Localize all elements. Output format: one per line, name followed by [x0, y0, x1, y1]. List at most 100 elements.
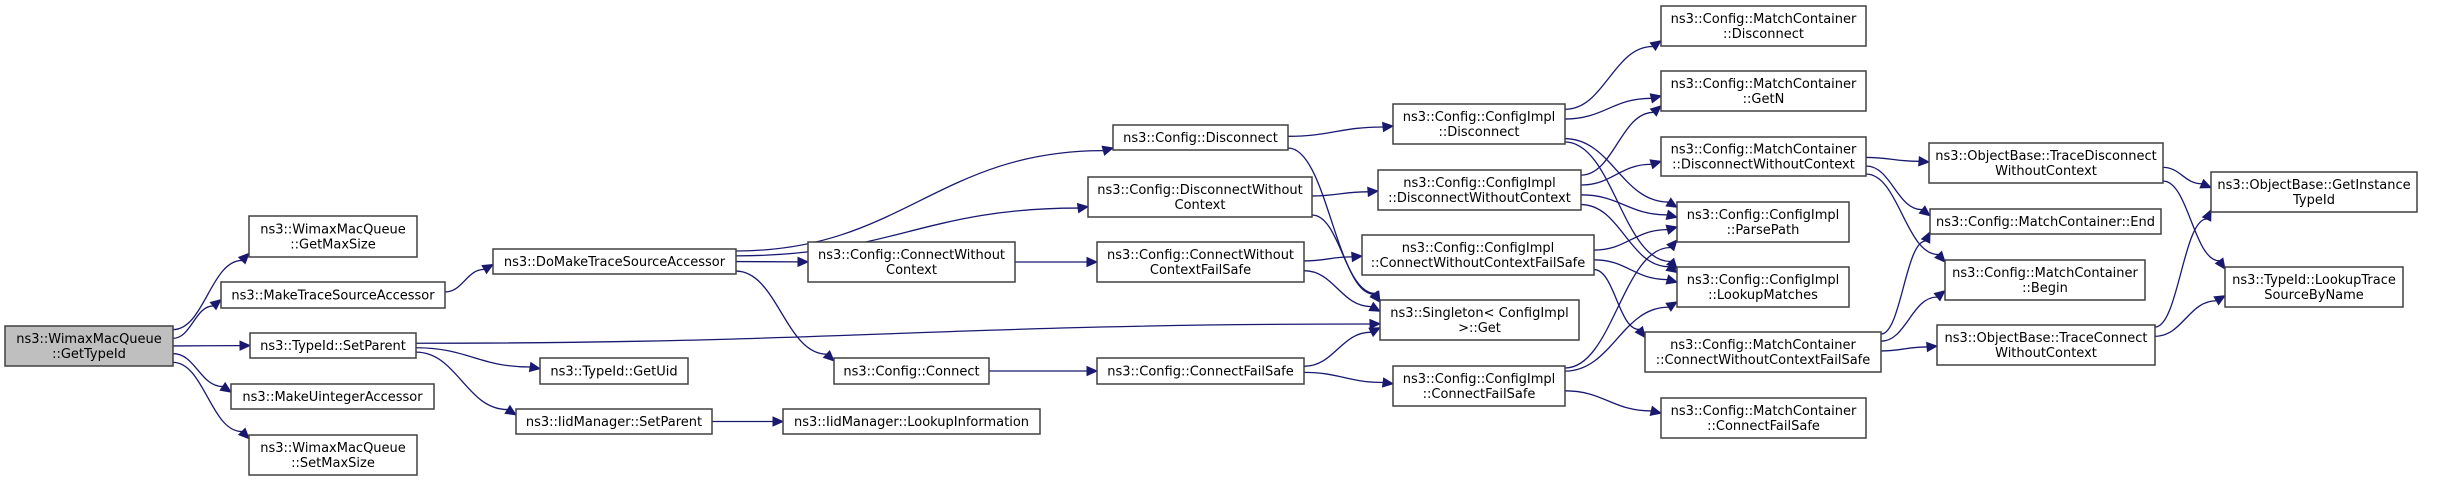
edge-impl-disconnect-wc-to-mc-get-n — [1580, 105, 1662, 176]
node-label: WithoutContext — [1995, 164, 2097, 179]
edge-line — [2162, 180, 2220, 262]
node-mc-connect-wcfs[interactable]: ns3::Config::MatchContainer::ConnectWith… — [1644, 331, 1882, 373]
node-mc-disconnect-wc[interactable]: ns3::Config::MatchContainer::DisconnectW… — [1660, 136, 1867, 177]
node-label: ns3::IidManager::SetParent — [526, 415, 702, 430]
node-label: TypeId — [2292, 193, 2335, 208]
arrowhead-icon — [237, 427, 250, 440]
edge-iid-set-parent-to-lookup-information — [712, 416, 785, 427]
node-mc-get-n[interactable]: ns3::Config::MatchContainer::GetN — [1660, 70, 1867, 112]
node-mc-begin[interactable]: ns3::Config::MatchContainer::Begin — [1944, 259, 2146, 301]
edge-line — [1580, 194, 1668, 216]
node-parse-path[interactable]: ns3::Config::ConfigImpl::ParsePath — [1676, 201, 1850, 243]
node-label: ns3::TypeId::SetParent — [260, 339, 406, 354]
node-box — [230, 383, 435, 410]
arrowhead-icon — [2214, 257, 2226, 270]
node-config-disconnect[interactable]: ns3::Config::Disconnect — [1112, 124, 1289, 151]
node-label: ns3::Config::DisconnectWithout — [1097, 183, 1303, 198]
edge-line — [172, 352, 223, 388]
node-set-max-size[interactable]: ns3::WimaxMacQueue::SetMaxSize — [248, 434, 418, 476]
edge-line — [1865, 173, 1939, 256]
edge-line — [1580, 111, 1654, 176]
node-box — [1112, 124, 1289, 151]
arrowhead-icon — [822, 349, 835, 362]
edge-line — [1880, 346, 1928, 352]
node-label: ns3::Config::ConfigImpl — [1687, 208, 1840, 223]
node-lookup-matches[interactable]: ns3::Config::ConfigImpl::LookupMatches — [1676, 266, 1850, 308]
node-box — [1087, 176, 1313, 218]
edge-impl-connect-fs-to-parse-path — [1564, 239, 1678, 369]
edge-line — [172, 259, 242, 331]
edge-line — [415, 323, 1371, 344]
node-iid-set-parent[interactable]: ns3::IidManager::SetParent — [515, 408, 713, 435]
node-make-trace-source-accessor[interactable]: ns3::MakeTraceSourceAccessor — [220, 281, 446, 309]
node-get-max-size[interactable]: ns3::WimaxMacQueue::GetMaxSize — [248, 215, 418, 258]
node-box — [833, 357, 990, 385]
node-get-type-id[interactable]: ns3::WimaxMacQueue::GetTypeId — [4, 325, 174, 367]
node-box — [1644, 331, 1882, 373]
edge-line — [1564, 246, 1671, 369]
edge-type-id-set-parent-to-get-uid — [415, 347, 542, 373]
node-box — [1379, 299, 1580, 341]
edge-line — [2154, 218, 2207, 328]
node-config-connect-fs[interactable]: ns3::Config::ConnectFailSafe — [1096, 357, 1305, 385]
node-label: ::ParsePath — [1727, 223, 1800, 238]
edge-impl-disconnect-to-mc-get-n — [1564, 93, 1663, 120]
arrowhead-icon — [2199, 178, 2213, 189]
edge-impl-connect-wcfs-to-mc-connect-wcfs — [1593, 268, 1646, 339]
node-do-make-trace-source-accessor[interactable]: ns3::DoMakeTraceSourceAccessor — [492, 248, 737, 275]
arrowhead-icon — [1665, 224, 1679, 235]
node-label: ::DisconnectWithoutContext — [1672, 158, 1855, 173]
node-mc-connect-fs[interactable]: ns3::Config::MatchContainer::ConnectFail… — [1660, 397, 1867, 439]
node-type-id-set-parent[interactable]: ns3::TypeId::SetParent — [249, 332, 417, 359]
node-make-uinteger-accessor[interactable]: ns3::MakeUintegerAccessor — [230, 383, 435, 410]
node-trace-connect-wc[interactable]: ns3::ObjectBase::TraceConnectWithoutCont… — [1936, 324, 2156, 366]
edge-do-make-trace-source-accessor-to-config-connect-wc — [735, 256, 810, 268]
edge-impl-connect-fs-to-lookup-matches — [1564, 301, 1679, 372]
edge-line — [1303, 331, 1372, 367]
node-impl-connect-fs[interactable]: ns3::Config::ConfigImpl::ConnectFailSafe — [1392, 365, 1566, 407]
node-impl-disconnect[interactable]: ns3::Config::ConfigImpl::Disconnect — [1392, 103, 1566, 145]
node-box — [515, 408, 713, 435]
edge-config-disconnect-wc-to-impl-disconnect-wc — [1311, 186, 1380, 198]
node-label: ns3::Config::ConnectWithout — [1107, 248, 1294, 263]
node-label: ::Disconnect — [1723, 27, 1804, 42]
node-config-disconnect-wc[interactable]: ns3::Config::DisconnectWithoutContext — [1087, 176, 1313, 218]
edge-get-type-id-to-type-id-set-parent — [172, 340, 252, 351]
arrowhead-icon — [528, 361, 542, 373]
edge-line — [1865, 165, 1923, 211]
node-singleton-get[interactable]: ns3::Singleton< ConfigImpl>::Get — [1379, 299, 1580, 341]
edge-mc-disconnect-wc-to-mc-begin — [1865, 173, 1946, 263]
node-trace-disconnect-wc[interactable]: ns3::ObjectBase::TraceDisconnectWithoutC… — [1928, 142, 2164, 184]
node-impl-disconnect-wc[interactable]: ns3::Config::ConfigImpl::DisconnectWitho… — [1377, 169, 1582, 211]
edge-line — [1580, 203, 1669, 268]
node-label: ns3::IidManager::LookupInformation — [794, 415, 1029, 430]
node-label: SourceByName — [2264, 288, 2364, 303]
node-mc-disconnect[interactable]: ns3::Config::MatchContainer::Disconnect — [1660, 5, 1867, 47]
node-config-connect-wc[interactable]: ns3::Config::ConnectWithoutContext — [807, 241, 1016, 283]
edge-line — [1593, 228, 1668, 251]
arrowhead-icon — [1634, 325, 1646, 339]
node-impl-connect-wcfs[interactable]: ns3::Config::ConfigImpl::ConnectWithoutC… — [1361, 234, 1595, 276]
node-lookup-information[interactable]: ns3::IidManager::LookupInformation — [782, 408, 1041, 435]
edge-line — [735, 207, 1079, 257]
node-label: ::ConnectWithoutContextFailSafe — [1371, 256, 1586, 271]
node-label: ns3::Config::ConnectFailSafe — [1107, 365, 1294, 380]
arrowhead-icon — [1382, 121, 1395, 133]
edge-type-id-set-parent-to-iid-set-parent — [415, 351, 518, 416]
node-mc-end[interactable]: ns3::Config::MatchContainer::End — [1929, 208, 2162, 235]
node-label: ns3::WimaxMacQueue — [260, 441, 406, 456]
node-label: ns3::Config::Connect — [843, 365, 979, 380]
edge-trace-disconnect-wc-to-get-instance-type-id — [2162, 166, 2213, 189]
edge-line — [1593, 268, 1640, 331]
node-config-connect[interactable]: ns3::Config::Connect — [833, 357, 990, 385]
node-box — [4, 325, 174, 367]
node-label: ns3::DoMakeTraceSourceAccessor — [504, 255, 726, 270]
node-label: ns3::Config::MatchContainer — [1952, 266, 2138, 281]
node-get-uid[interactable]: ns3::TypeId::GetUid — [539, 357, 689, 385]
edge-impl-connect-wcfs-to-parse-path — [1593, 224, 1679, 251]
edge-type-id-set-parent-to-singleton-get — [415, 318, 1382, 344]
arrowhead-icon — [239, 340, 252, 351]
node-config-connect-wcfs[interactable]: ns3::Config::ConnectWithoutContextFailSa… — [1096, 241, 1305, 283]
